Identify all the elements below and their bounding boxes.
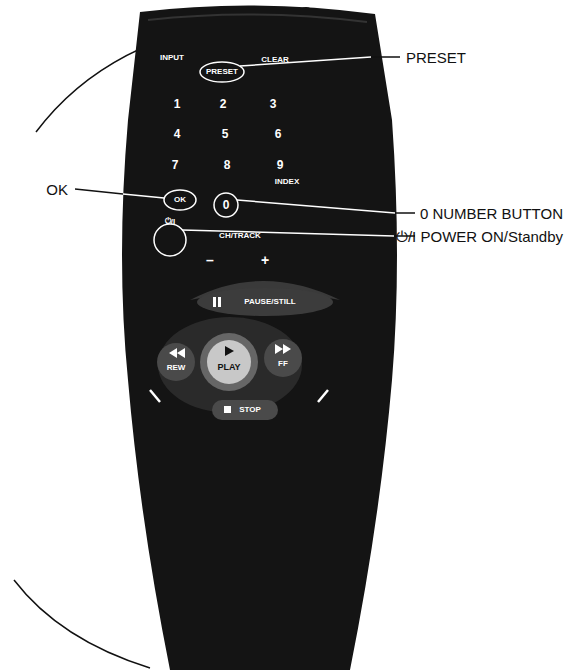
callout-label: OK bbox=[46, 182, 68, 197]
leader-line bbox=[371, 56, 400, 58]
number-key: 8 bbox=[224, 159, 231, 171]
number-key: 2 bbox=[220, 98, 227, 110]
accent-mark bbox=[318, 390, 328, 402]
button-label: – bbox=[206, 253, 214, 267]
button-label: OK bbox=[174, 196, 186, 204]
callout-circle bbox=[200, 62, 244, 82]
leader-line bbox=[123, 194, 164, 198]
body-edge bbox=[148, 14, 367, 22]
button-label: INPUT bbox=[160, 54, 184, 62]
callout-circle bbox=[214, 193, 238, 217]
button-label: PLAY bbox=[217, 363, 240, 372]
remote-body bbox=[122, 5, 397, 670]
pause-symbol bbox=[213, 297, 216, 307]
leader-line bbox=[75, 189, 123, 194]
button-label: PRESET bbox=[206, 68, 238, 76]
callout-circle bbox=[154, 224, 186, 256]
rew-symbol bbox=[169, 348, 185, 358]
button-label: PAUSE/STILL bbox=[244, 298, 295, 306]
number-key: 6 bbox=[275, 128, 282, 140]
leader-line bbox=[240, 57, 371, 66]
number-key: 1 bbox=[174, 98, 181, 110]
play-button bbox=[207, 340, 251, 384]
ff-symbol bbox=[275, 344, 291, 354]
number-key: 5 bbox=[222, 128, 229, 140]
pause-symbol bbox=[218, 297, 221, 307]
stop-button bbox=[212, 400, 278, 420]
button-label: + bbox=[261, 253, 269, 267]
number-key: 3 bbox=[270, 98, 277, 110]
number-key: 4 bbox=[174, 128, 181, 140]
button-label: FF bbox=[278, 360, 288, 368]
button-label: CLEAR bbox=[261, 56, 289, 64]
stop-symbol bbox=[224, 406, 231, 413]
button-label: INDEX bbox=[275, 178, 299, 186]
number-key: 0 bbox=[223, 199, 230, 211]
button-label: STOP bbox=[239, 406, 261, 414]
transport-ring bbox=[158, 317, 302, 413]
rew-button bbox=[157, 343, 195, 381]
accent-mark bbox=[150, 390, 160, 402]
button-label: REW bbox=[167, 364, 186, 372]
leader-line bbox=[182, 230, 394, 236]
play-ring bbox=[200, 333, 258, 391]
callout-label: 0 NUMBER BUTTON bbox=[420, 206, 563, 221]
ff-button bbox=[264, 339, 302, 377]
callout-label: ⏻/I POWER ON/Standby bbox=[396, 229, 563, 244]
pause-button bbox=[197, 288, 333, 316]
frame-arc bbox=[14, 580, 150, 668]
number-key: 9 bbox=[277, 159, 284, 171]
button-label: CH/TRACK bbox=[219, 232, 261, 240]
button-label: ⏻/I bbox=[165, 218, 175, 226]
play-symbol bbox=[225, 346, 234, 356]
leader-line bbox=[395, 212, 415, 214]
callout-label: PRESET bbox=[406, 50, 466, 65]
callout-circle bbox=[164, 190, 196, 210]
number-key: 7 bbox=[172, 159, 179, 171]
leader-line bbox=[237, 200, 395, 213]
